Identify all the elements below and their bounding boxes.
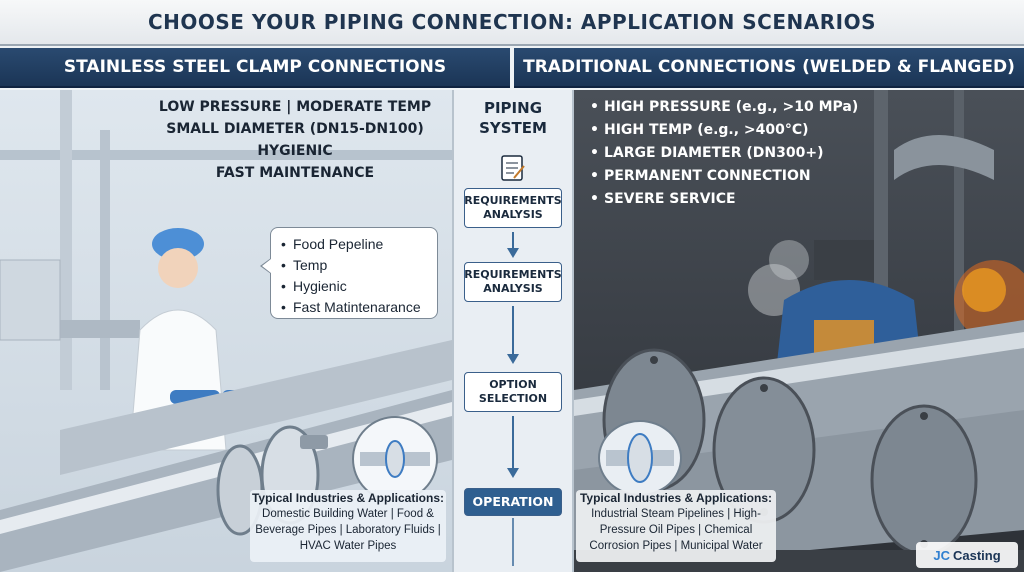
flow-line — [512, 518, 514, 566]
traditional-feature: HIGH TEMP (e.g., >400°C) — [590, 119, 860, 142]
flange-detail-icon — [598, 420, 682, 496]
document-icon — [501, 155, 525, 181]
page-title: CHOOSE YOUR PIPING CONNECTION: APPLICATI… — [0, 0, 1024, 46]
industries-text: Industrial Steam Pipelines | High-Pressu… — [589, 508, 763, 552]
right-panel-header: TRADITIONAL CONNECTIONS (WELDED & FLANGE… — [514, 48, 1024, 88]
logo-text: Casting — [952, 547, 1001, 563]
arrow-down-icon — [507, 416, 519, 478]
bubble-item: Fast Matintenarance — [281, 297, 427, 318]
industries-title: Typical Industries & Applications: — [579, 491, 773, 505]
logo-mark: JC — [933, 547, 950, 563]
traditional-industries: Typical Industries & Applications: Indus… — [576, 490, 776, 562]
clamp-feature: HYGIENIC — [257, 143, 333, 159]
welding-scene-illustration — [574, 90, 1024, 572]
title-line: PIPING — [483, 99, 542, 117]
traditional-feature: SEVERE SERVICE — [590, 188, 860, 211]
traditional-feature: HIGH PRESSURE (e.g., >10 MPa) — [590, 96, 860, 119]
clamp-detail-icon — [352, 416, 438, 502]
speech-bubble: Food Pepeline Temp Hygienic Fast Matinte… — [260, 227, 438, 319]
brand-logo: JC Casting — [916, 542, 1018, 568]
step-requirements-analysis: REQUIREMENTS ANALYSIS — [464, 188, 562, 228]
arrow-down-icon — [507, 306, 519, 364]
traditional-feature-list: HIGH PRESSURE (e.g., >10 MPa) HIGH TEMP … — [590, 96, 860, 211]
industries-title: Typical Industries & Applications: — [251, 491, 445, 505]
clamp-industries: Typical Industries & Applications: Domes… — [250, 490, 446, 562]
hairnet-icon — [152, 228, 204, 260]
bubble-item: Temp — [281, 255, 427, 276]
traditional-feature: LARGE DIAMETER (DN300+) — [590, 142, 860, 165]
traditional-panel: HIGH PRESSURE (e.g., >10 MPa) HIGH TEMP … — [574, 90, 1024, 572]
traditional-feature: PERMANENT CONNECTION — [590, 165, 860, 188]
clamp-feature-list: LOW PRESSURE | MODERATE TEMP SMALL DIAME… — [150, 96, 440, 184]
clamp-panel: LOW PRESSURE | MODERATE TEMP SMALL DIAME… — [0, 90, 452, 572]
bubble-item: Food Pepeline — [281, 234, 427, 255]
step-requirements-analysis-2: REQUIREMENTS ANALYSIS — [464, 262, 562, 302]
piping-system-title: PIPING SYSTEM — [454, 98, 572, 138]
welding-mask-icon — [814, 240, 874, 280]
title-line: SYSTEM — [479, 119, 547, 137]
arrow-down-icon — [507, 232, 519, 258]
clamp-feature: FAST MAINTENANCE — [215, 165, 375, 181]
piping-system-flow: PIPING SYSTEM REQUIREMENTS ANALYSIS REQU… — [452, 90, 574, 572]
bubble-item: Hygienic — [281, 276, 427, 297]
industries-text: Domestic Building Water | Food & Beverag… — [255, 508, 441, 552]
left-panel-header: STAINLESS STEEL CLAMP CONNECTIONS — [0, 48, 510, 88]
clamp-feature: SMALL DIAMETER (DN15-DN100) — [166, 121, 424, 137]
step-operation: OPERATION — [464, 488, 562, 516]
clamp-feature: LOW PRESSURE | MODERATE TEMP — [158, 99, 432, 115]
clamp-scene-illustration — [0, 90, 452, 572]
step-option-selection: OPTION SELECTION — [464, 372, 562, 412]
